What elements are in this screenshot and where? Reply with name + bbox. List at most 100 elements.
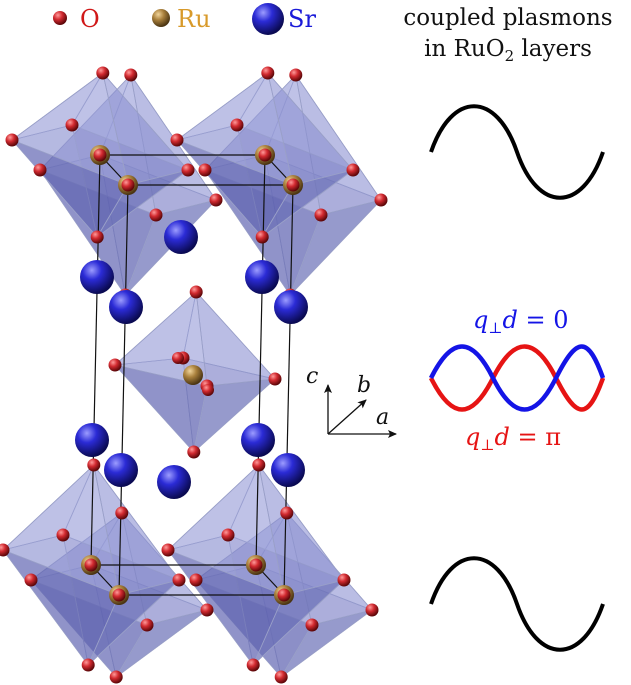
oxygen-atom: [161, 543, 175, 557]
oxygen-atom: [121, 178, 135, 192]
oxygen-atom: [115, 506, 129, 520]
strontium-atom: [104, 453, 138, 487]
top-layer-wave: [429, 104, 605, 200]
title-line1: coupled plasmons: [403, 5, 612, 31]
mode-zero-wave: [428, 344, 606, 412]
oxygen-atom: [96, 66, 110, 80]
strontium-atom: [274, 290, 308, 324]
ruthenium-atom: [183, 365, 203, 385]
strontium-atom: [157, 465, 191, 499]
oxygen-atom: [230, 118, 244, 132]
strontium-atom: [109, 290, 143, 324]
ruthenium-legend-label: Ru: [177, 5, 211, 33]
oxygen-atom: [172, 352, 184, 364]
strontium-atom: [80, 260, 114, 294]
cell-edge: [283, 184, 294, 596]
oxygen-atom: [314, 208, 328, 222]
strontium-atom: [241, 423, 275, 457]
oxygen-atom: [286, 178, 300, 192]
oxygen-atom: [5, 133, 19, 147]
strontium-atom: [271, 453, 305, 487]
oxygen-atom: [93, 148, 107, 162]
oxygen-atom: [246, 658, 260, 672]
oxygen-atom: [90, 230, 104, 244]
oxygen-atom: [187, 445, 201, 459]
oxygen-atom: [374, 193, 388, 207]
unit-cell-edges: [90, 154, 294, 596]
oxygen-atom: [252, 458, 266, 472]
b-axis-label: b: [357, 373, 371, 398]
a-axis-label: a: [376, 405, 389, 430]
oxygen-atom: [277, 588, 291, 602]
oxygen-atom: [189, 573, 203, 587]
cell-edge: [90, 154, 101, 566]
cell-edge: [255, 154, 266, 566]
oxygen-atom: [170, 133, 184, 147]
oxygen-atom: [56, 528, 70, 542]
oxygen-atom: [337, 573, 351, 587]
oxygen-atom: [33, 163, 47, 177]
octahedron-face: [261, 169, 354, 238]
oxygen-atom: [108, 358, 122, 372]
oxygen-legend-label: O: [80, 5, 100, 33]
octahedron-face: [96, 169, 189, 238]
c-axis-label: c: [306, 364, 318, 389]
b-axis-arrow: [327, 399, 367, 435]
oxygen-atom: [346, 163, 360, 177]
atoms: [0, 66, 388, 684]
oxygen-atom: [24, 573, 38, 587]
strontium-legend-label: Sr: [288, 5, 316, 33]
oxygen-atom: [209, 193, 223, 207]
oxygen-atom: [258, 148, 272, 162]
octahedron-face: [193, 378, 277, 454]
oxygen-atom: [140, 618, 154, 632]
oxygen-atom: [149, 208, 163, 222]
oxygen-atom: [305, 618, 319, 632]
strontium-atom: [245, 260, 279, 294]
oxygen-atom: [181, 163, 195, 177]
octahedron-face: [195, 290, 276, 387]
oxygen-atom: [189, 285, 203, 299]
legend: O Ru Sr: [53, 3, 316, 35]
mode-zero-label: q⊥d = 0: [473, 306, 569, 337]
ruthenium-legend-icon: [152, 9, 170, 27]
oxygen-atom: [280, 506, 294, 520]
oxygen-atom: [112, 588, 126, 602]
mode-pi-wave: [428, 344, 606, 412]
octahedron-face: [87, 579, 181, 666]
octahedron-face: [115, 609, 208, 678]
strontium-atom: [75, 423, 109, 457]
oxygen-atom: [274, 670, 288, 684]
oxygen-atom: [81, 658, 95, 672]
crystal-axes: [324, 384, 397, 438]
oxygen-atom: [255, 230, 269, 244]
oxygen-atom: [261, 66, 275, 80]
oxygen-atom: [87, 458, 101, 472]
oxygen-atom: [0, 543, 10, 557]
strontium-legend-icon: [252, 3, 284, 35]
oxygen-atom: [365, 603, 379, 617]
title-line2: in RuO2 layers: [424, 36, 592, 65]
oxygen-atom: [249, 558, 263, 572]
oxygen-atom: [124, 68, 138, 82]
oxygen-legend-icon: [53, 11, 67, 25]
oxygen-atom: [84, 558, 98, 572]
oxygen-atom: [268, 372, 282, 386]
plasmon-title: coupled plasmons in RuO2 layers: [403, 5, 612, 65]
strontium-atom: [164, 220, 198, 254]
bottom-layer-wave: [429, 556, 605, 652]
oxygen-atom: [202, 384, 214, 396]
octahedron-face: [280, 609, 373, 678]
cell-edge: [118, 184, 129, 596]
mode-pi-label: q⊥d = π: [465, 423, 561, 454]
oxygen-atom: [65, 118, 79, 132]
oxygen-atom: [109, 670, 123, 684]
octahedron-face: [252, 579, 346, 666]
octahedron-face: [289, 199, 383, 296]
oxygen-atom: [221, 528, 235, 542]
oxygen-atom: [172, 573, 186, 587]
oxygen-atom: [198, 163, 212, 177]
oxygen-atom: [289, 68, 303, 82]
oxygen-atom: [200, 603, 214, 617]
